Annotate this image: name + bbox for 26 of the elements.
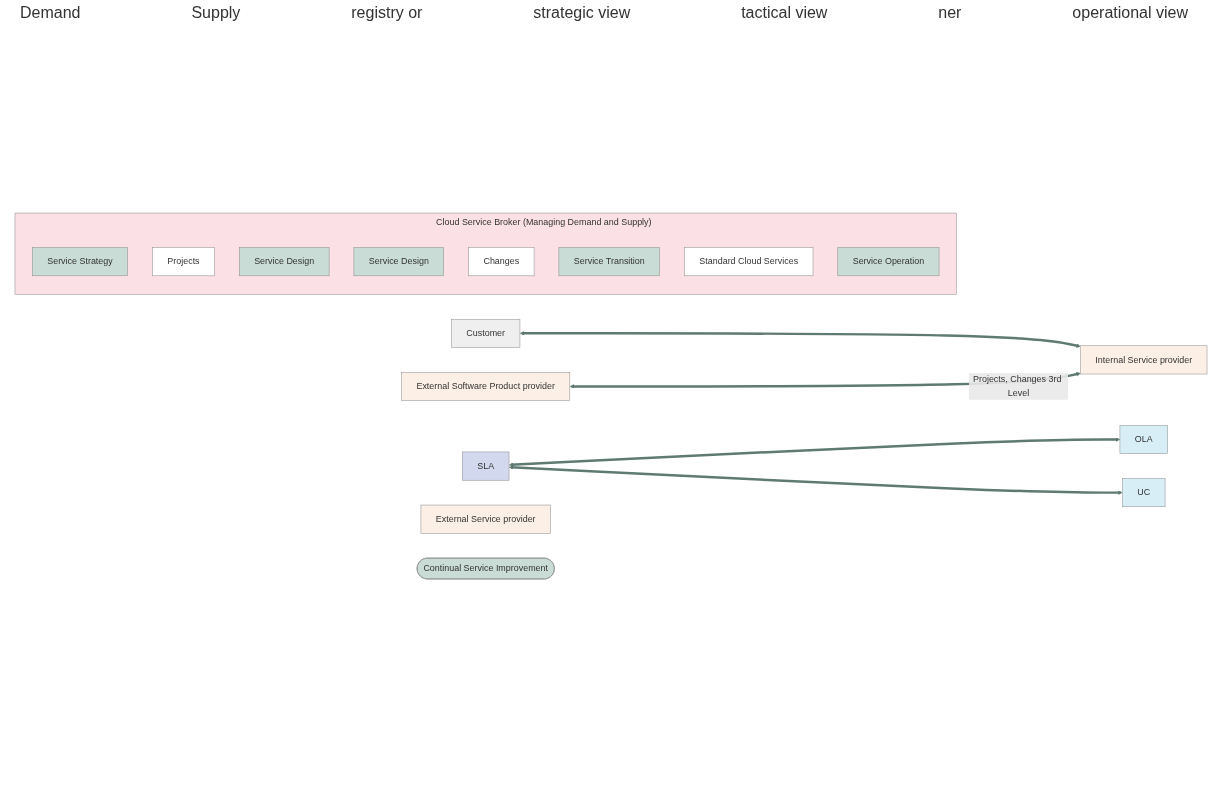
node-box: Service Operation bbox=[837, 247, 940, 277]
node-box: UC bbox=[1122, 478, 1166, 507]
node-box: Changes bbox=[468, 247, 535, 277]
node-box: Customer bbox=[451, 318, 521, 348]
note-label: operational view bbox=[1072, 4, 1188, 22]
node-box: OLA bbox=[1119, 425, 1168, 454]
note-label: Demand bbox=[20, 4, 81, 22]
node-box: External Service provider bbox=[420, 504, 551, 534]
edge-label: Projects, Changes 3rd Level bbox=[973, 374, 1062, 398]
node-box: Internal Service provider bbox=[1080, 345, 1208, 375]
note-label: tactical view bbox=[741, 4, 828, 22]
node-box: Service Design bbox=[353, 247, 444, 277]
arrow bbox=[509, 465, 1123, 495]
node-box: SLA bbox=[462, 451, 510, 481]
node-box: Projects bbox=[152, 247, 215, 277]
note-label: ner bbox=[938, 4, 962, 22]
note-label: strategic view bbox=[533, 4, 631, 22]
node-box: Service Transition bbox=[558, 247, 660, 277]
node-box: External Software Product provider bbox=[401, 372, 571, 401]
arrow bbox=[519, 331, 1081, 348]
node-box: Service Strategy bbox=[32, 247, 128, 277]
node-box: Standard Cloud Services bbox=[684, 247, 814, 277]
note-label: registry or bbox=[351, 4, 423, 22]
arrow bbox=[509, 437, 1121, 467]
note-label: Supply bbox=[191, 4, 241, 22]
node-box: Service Design bbox=[239, 247, 330, 277]
